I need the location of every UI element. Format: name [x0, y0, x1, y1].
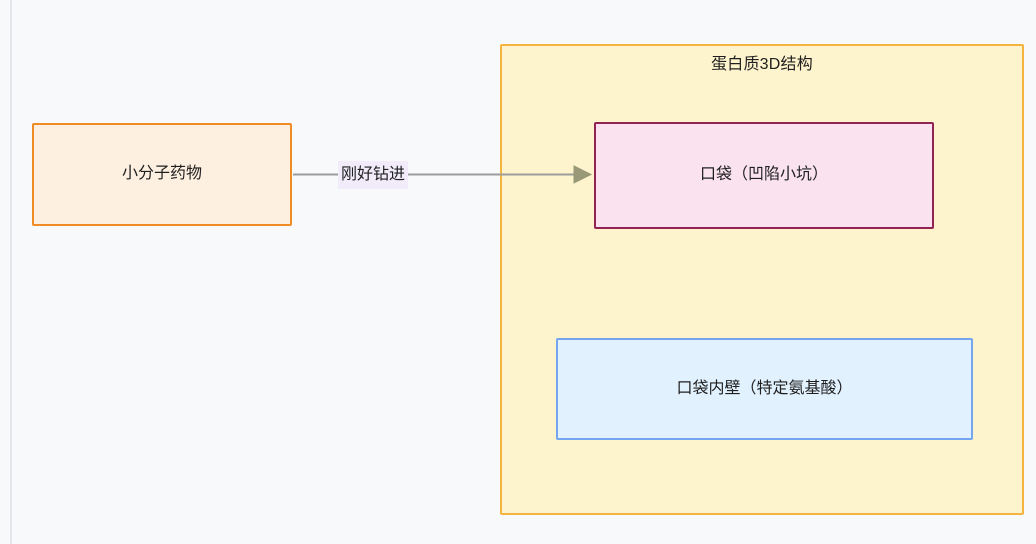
node-pocket-label: 口袋（凹陷小坑）: [699, 166, 828, 184]
edge-label-fits-in: 刚好钻进: [338, 161, 409, 189]
node-pocket-wall-label: 口袋内壁（特定氨基酸）: [676, 379, 853, 397]
subgraph-protein-3d-structure[interactable]: 蛋白质3D结构 口袋（凹陷小坑） 口袋内壁（特定氨基酸）: [500, 44, 1024, 515]
page-edge-divider: [10, 0, 12, 544]
node-pocket[interactable]: 口袋（凹陷小坑）: [594, 122, 934, 229]
node-small-molecule-drug[interactable]: 小分子药物: [32, 123, 292, 226]
subgraph-title: 蛋白质3D结构: [711, 56, 813, 73]
node-pocket-wall[interactable]: 口袋内壁（特定氨基酸）: [556, 338, 973, 440]
node-small-molecule-drug-label: 小分子药物: [121, 165, 202, 183]
